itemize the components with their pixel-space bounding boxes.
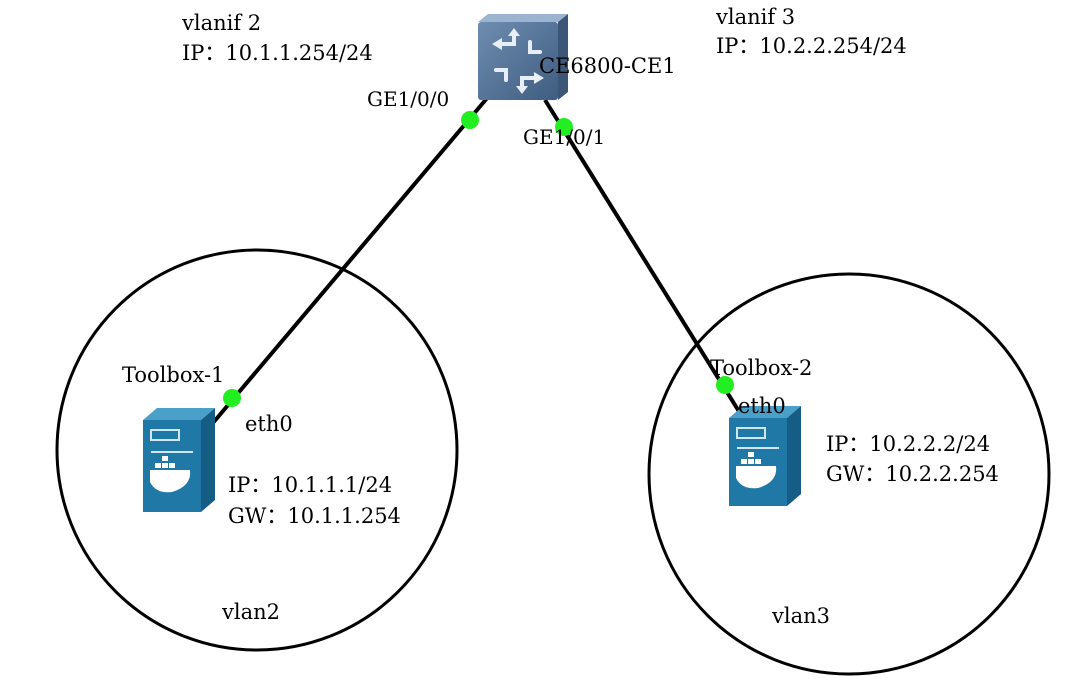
port-label-ge1-0-0: GE1/0/0 xyxy=(367,87,450,111)
vlanif-2-name: vlanif 2 xyxy=(182,11,262,35)
vlan2-label: vlan2 xyxy=(222,600,280,624)
toolbox-2-gw: GW：10.2.2.254 xyxy=(826,462,999,486)
toolbox-2-interface: eth0 xyxy=(738,394,786,418)
toolbox-1-interface: eth0 xyxy=(245,412,293,436)
port-dot-ge1-0-1[interactable] xyxy=(555,118,573,136)
port-dot-toolbox-1-eth0[interactable] xyxy=(223,389,241,407)
vlan3-zone xyxy=(647,272,1051,676)
toolbox-1-server-icon[interactable] xyxy=(143,408,215,512)
vlanif-3-ip: IP：10.2.2.254/24 xyxy=(716,34,907,58)
link-ge1-0-1-to-toolbox-2 xyxy=(543,98,770,460)
toolbox-1-ip: IP：10.1.1.1/24 xyxy=(228,473,393,497)
toolbox-2-server-icon[interactable] xyxy=(729,406,801,506)
toolbox-1-gw: GW：10.1.1.254 xyxy=(228,504,401,528)
link-ge1-0-0-to-toolbox-1 xyxy=(178,95,490,464)
vlanif-3-name: vlanif 3 xyxy=(716,5,796,29)
toolbox-2-name: Toolbox-2 xyxy=(710,356,813,380)
vlan3-label: vlan3 xyxy=(772,604,830,628)
port-dot-toolbox-2-eth0[interactable] xyxy=(716,376,734,394)
switch-icon[interactable] xyxy=(478,14,568,100)
vlanif-2-ip: IP：10.1.1.254/24 xyxy=(182,41,373,65)
port-dot-ge1-0-0[interactable] xyxy=(461,111,479,129)
toolbox-2-ip: IP：10.2.2.2/24 xyxy=(826,432,991,456)
switch-name-label: CE6800-CE1 xyxy=(539,54,676,78)
port-label-ge1-0-1: GE1/0/1 xyxy=(523,125,606,149)
toolbox-1-name: Toolbox-1 xyxy=(122,363,225,387)
vlan2-zone xyxy=(55,248,459,652)
